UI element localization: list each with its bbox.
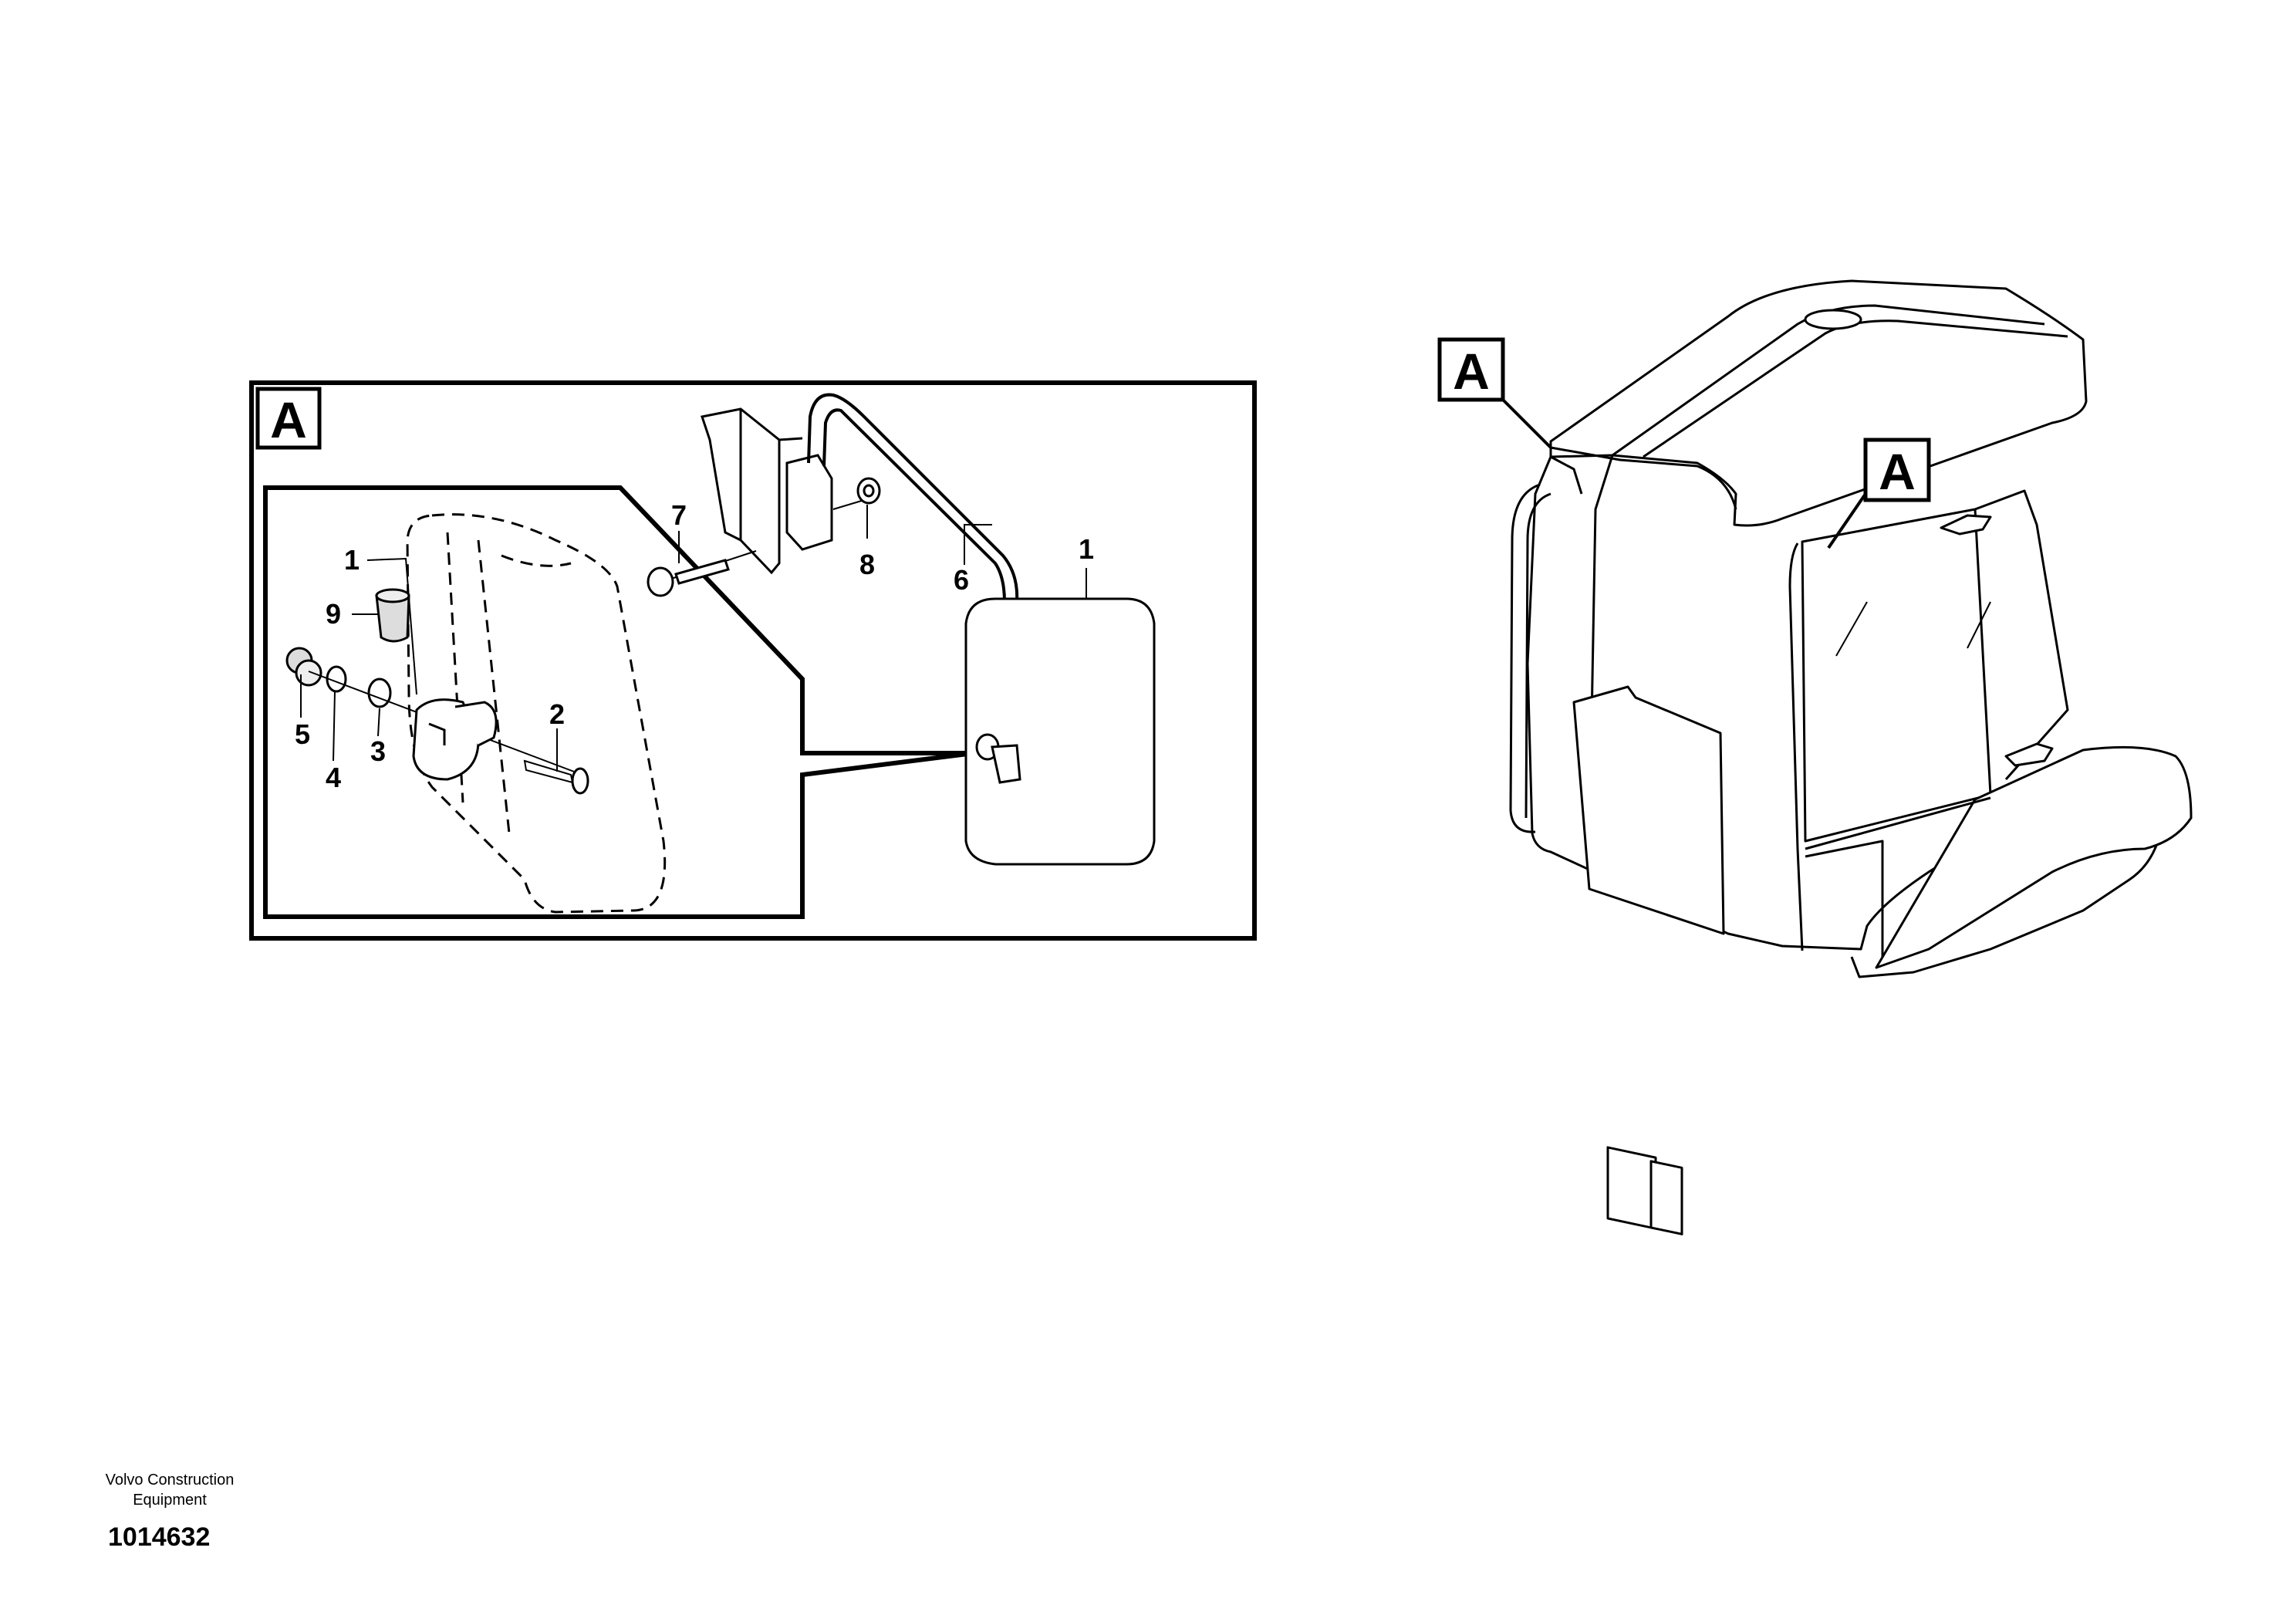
callout-2: 2 xyxy=(549,698,565,730)
callout-6: 6 xyxy=(954,564,969,596)
cab-label-a1: A xyxy=(1453,343,1490,400)
callout-3: 3 xyxy=(370,735,386,767)
inset-parts xyxy=(285,588,589,795)
cab-overview xyxy=(1509,279,2193,1235)
cab-grab-rail xyxy=(1509,483,1541,833)
document-number: 1014632 xyxy=(108,1522,211,1552)
cab-fender xyxy=(1875,745,2193,969)
bolt-7-part xyxy=(647,550,757,597)
cab-label-a1-box xyxy=(1437,337,1505,402)
hinge-block xyxy=(785,454,833,551)
cab-label-a2-box xyxy=(1863,438,1931,502)
cab-side-window xyxy=(1801,508,1992,843)
detail-label: A xyxy=(270,391,307,448)
washer-8-part xyxy=(832,477,881,510)
callout-5: 5 xyxy=(295,718,310,750)
callout-9: 9 xyxy=(326,598,341,630)
company-line-1: Volvo Construction xyxy=(105,1472,235,1489)
cab-rear-panel xyxy=(1572,685,1725,935)
callout-1-right: 1 xyxy=(1079,533,1094,565)
cab-roof xyxy=(1549,279,2088,527)
mirror-glass xyxy=(964,597,1156,866)
washer-part-3 xyxy=(367,678,392,708)
cab-label-a2: A xyxy=(1879,443,1916,500)
detail-label-box xyxy=(255,387,322,450)
cab-label-leaders xyxy=(1501,398,1867,549)
clamp-bracket xyxy=(412,698,498,781)
cab-label-boxes xyxy=(1437,337,1931,502)
footer: Volvo Construction Equipment 1014632 xyxy=(46,1470,293,1553)
nut-part xyxy=(285,647,322,687)
callout-leaders xyxy=(300,505,1087,772)
company-line-2: Equipment xyxy=(133,1492,207,1509)
mirror-assembly xyxy=(647,393,1156,866)
callout-7: 7 xyxy=(671,499,687,531)
detail-frame-border xyxy=(249,380,1257,941)
bolt-part xyxy=(523,759,589,795)
callout-1-left: 1 xyxy=(344,544,360,576)
callout-4: 4 xyxy=(326,762,341,793)
bushing-part xyxy=(375,588,410,643)
callout-8: 8 xyxy=(859,549,875,580)
